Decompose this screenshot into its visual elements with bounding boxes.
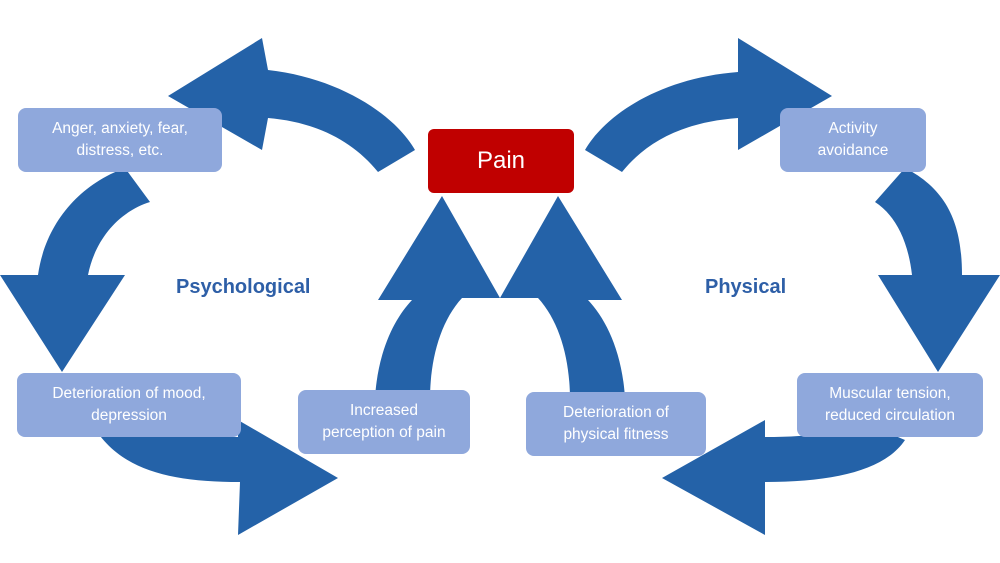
box-text-line: Anger, anxiety, fear, bbox=[52, 120, 188, 138]
box-text-line: Deterioration of mood, bbox=[52, 385, 206, 403]
pain-label: Pain bbox=[476, 147, 526, 174]
box-text-line: distress, etc. bbox=[76, 142, 164, 159]
physical-label: Physical bbox=[705, 276, 787, 298]
box-anger-anxiety: Anger, anxiety, fear, distress, etc. bbox=[18, 108, 222, 172]
box-text-line: Increased bbox=[349, 402, 419, 420]
box-muscular-tension: Muscular tension, reduced circulation bbox=[797, 373, 983, 437]
arrow-anger-to-mood bbox=[0, 168, 150, 372]
arrow-pain-to-avoidance bbox=[585, 38, 832, 172]
box-text-line: physical fitness bbox=[563, 426, 669, 443]
box-text-line: Muscular tension, bbox=[829, 385, 951, 403]
arrow-pain-to-anger bbox=[168, 38, 415, 172]
arrow-avoidance-to-tension bbox=[875, 168, 1000, 372]
arrow-perception-to-pain bbox=[375, 196, 500, 400]
box-text-line: Deterioration of bbox=[563, 404, 669, 422]
box-increased-perception: Increased perception of pain bbox=[298, 390, 470, 454]
box-text-line: perception of pain bbox=[322, 424, 446, 441]
box-text-line: depression bbox=[91, 407, 167, 424]
box-text-line: reduced circulation bbox=[824, 407, 956, 424]
psychological-label: Psychological bbox=[176, 276, 311, 298]
box-activity-avoidance: Activity avoidance bbox=[780, 108, 926, 172]
pain-box: Pain bbox=[428, 129, 574, 193]
arrow-fitness-to-pain bbox=[500, 196, 625, 400]
box-text-line: Activity bbox=[828, 120, 878, 138]
arrow-tension-to-fitness bbox=[662, 420, 905, 535]
arrow-mood-to-perception bbox=[90, 405, 338, 535]
box-deterioration-fitness: Deterioration of physical fitness bbox=[526, 392, 706, 456]
box-text-line: avoidance bbox=[817, 142, 889, 159]
box-deterioration-mood: Deterioration of mood, depression bbox=[17, 373, 241, 437]
